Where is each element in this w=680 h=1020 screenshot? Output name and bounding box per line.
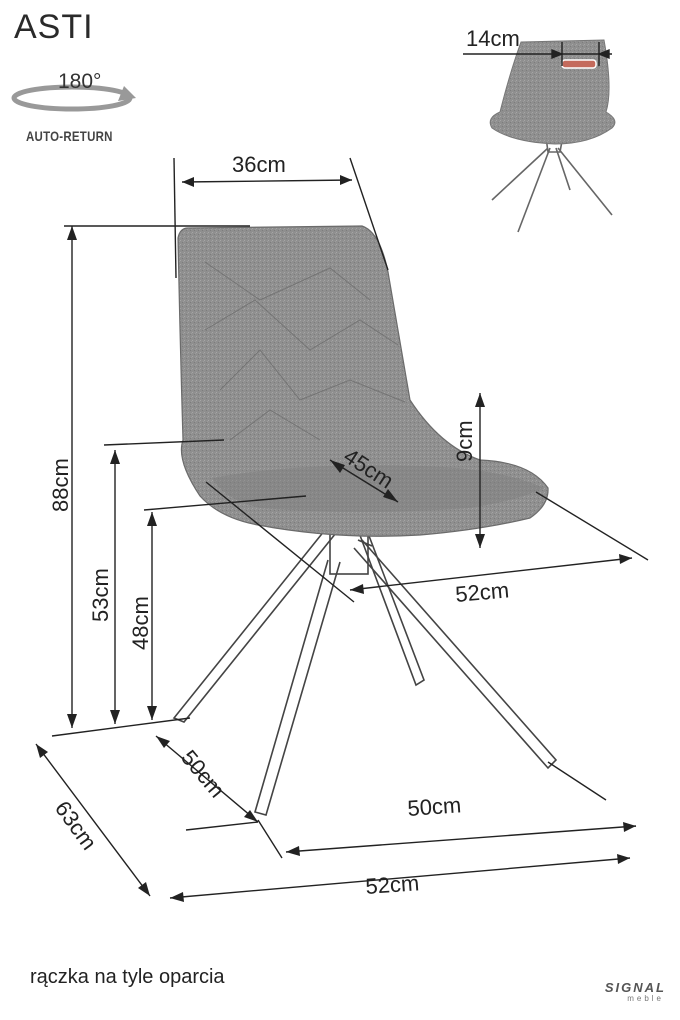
dimension-lines [35,157,649,899]
dim-total-width: 52cm [365,870,420,899]
back-handle [561,59,597,69]
dim-handle-width: 14cm [466,26,520,51]
chair-shell [177,225,549,537]
dim-seat-width: 52cm [454,577,510,607]
dim-armrest-height: 53cm [88,568,113,622]
brand-name: SIGNAL [604,980,666,995]
dim-base-depth-inner: 50cm [176,745,230,802]
auto-return-label: AUTO-RETURN [26,128,113,144]
chair-legs [172,519,558,816]
rear-view-chair [489,39,616,233]
dim-total-height: 88cm [48,458,73,512]
dimension-line-handle [463,42,612,66]
main-chair [172,225,558,816]
quilting-seams [204,261,406,441]
rotation-angle-label: 180° [58,70,102,93]
brand-subtitle: meble [627,994,664,1003]
handle-caption: rączka na tyle oparcia [30,966,225,988]
dim-total-depth: 63cm [50,796,102,854]
dimension-arrowheads [36,175,636,902]
model-title: ASTI [14,8,94,46]
brand-logo: SIGNAL meble [570,980,672,1004]
dim-base-width-inner: 50cm [407,792,462,821]
dim-backrest-width: 36cm [232,152,286,177]
rotation-arrow-icon [11,84,136,112]
dim-armrest-depth: 9cm [452,420,477,462]
dim-seat-height: 48cm [128,596,153,650]
seat-cushion [212,465,544,512]
rear-view-legs [491,129,613,233]
